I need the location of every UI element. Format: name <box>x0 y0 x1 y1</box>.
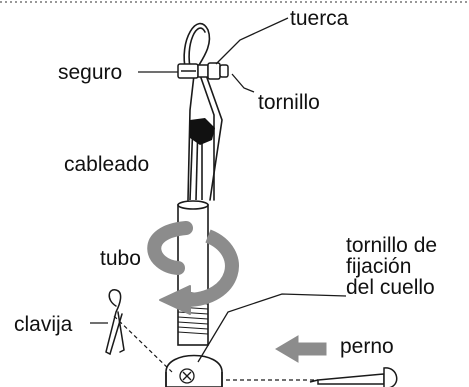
rotation-arrow-icon <box>147 221 239 315</box>
label-neck-screw-line-1: tornillo de <box>346 234 438 257</box>
hook-rod <box>183 22 223 201</box>
label-nut: tuerca <box>290 7 349 30</box>
label-cotter-pin: clavija <box>14 313 73 336</box>
collar-screw <box>179 368 195 384</box>
leader-nut <box>215 17 289 65</box>
label-neck-screw-line-2: fijación <box>346 255 412 278</box>
cotter-pin <box>105 289 125 356</box>
nut-bolt-group <box>177 62 229 80</box>
label-neck-screw-line-3: del cuello <box>346 276 435 299</box>
leader-lines <box>90 17 347 363</box>
leader-neck-screw <box>197 293 347 363</box>
leader-screw <box>231 73 255 93</box>
bolt-pin <box>309 367 398 387</box>
label-safety-clip: seguro <box>58 61 123 84</box>
insert-arrow-icon <box>275 335 327 363</box>
base-collar <box>165 354 223 387</box>
label-wiring: cableado <box>64 153 150 176</box>
dashed-guides <box>113 315 318 381</box>
label-neck-screw: tornillo de fijación del cuello <box>346 235 437 298</box>
label-bolt: perno <box>340 335 394 358</box>
label-tube: tubo <box>100 247 141 270</box>
tape-wrap <box>190 118 215 145</box>
label-screw: tornillo <box>258 91 320 114</box>
